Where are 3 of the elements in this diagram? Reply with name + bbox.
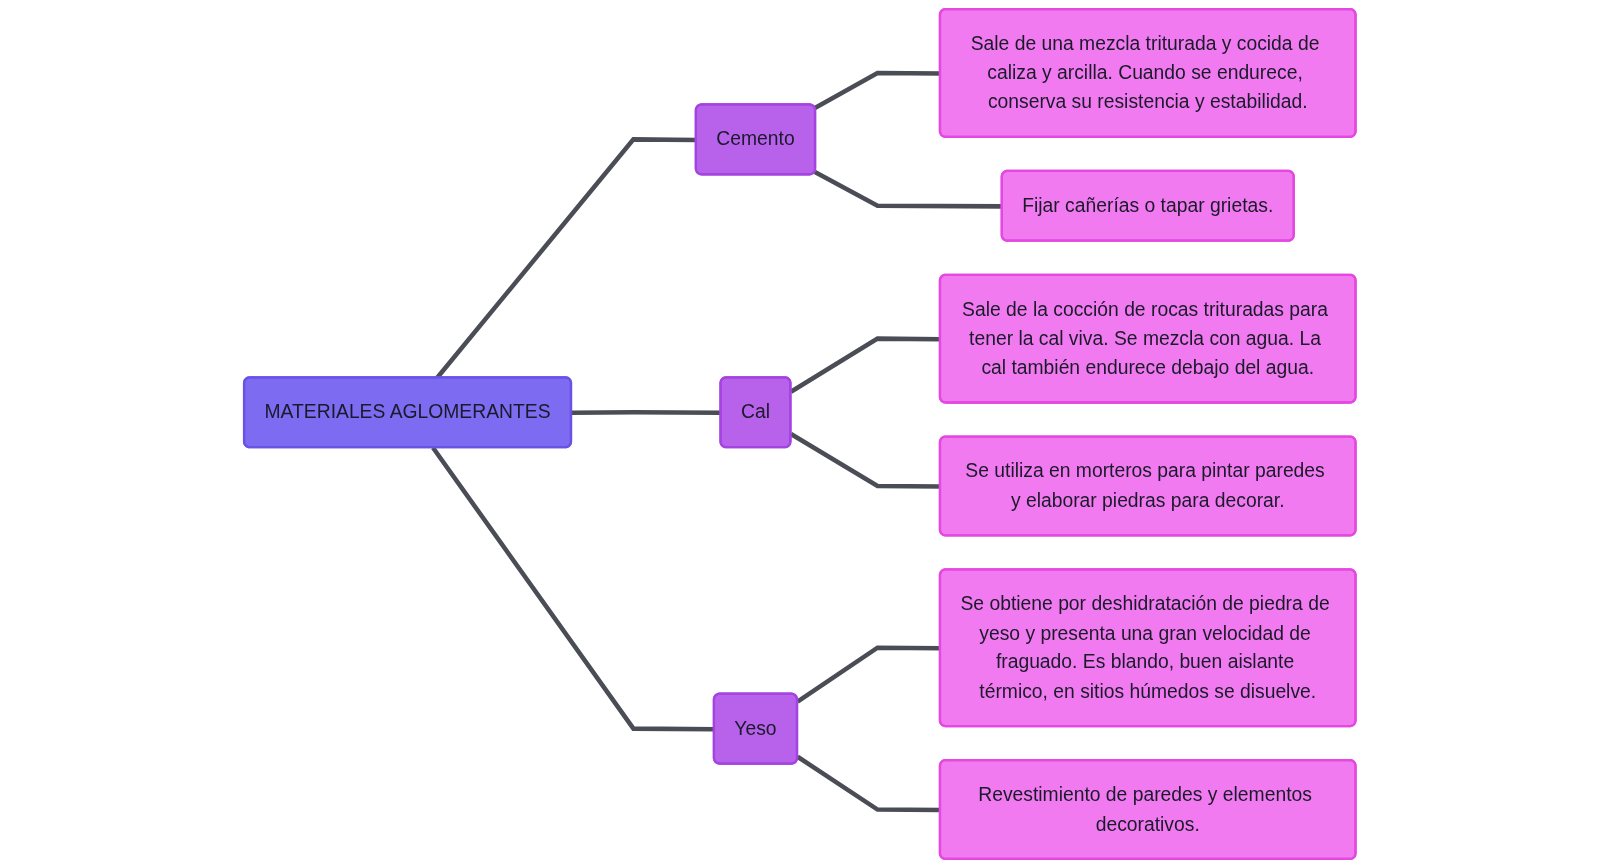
connector bbox=[790, 432, 941, 489]
connector bbox=[814, 70, 941, 110]
connector bbox=[796, 754, 941, 813]
